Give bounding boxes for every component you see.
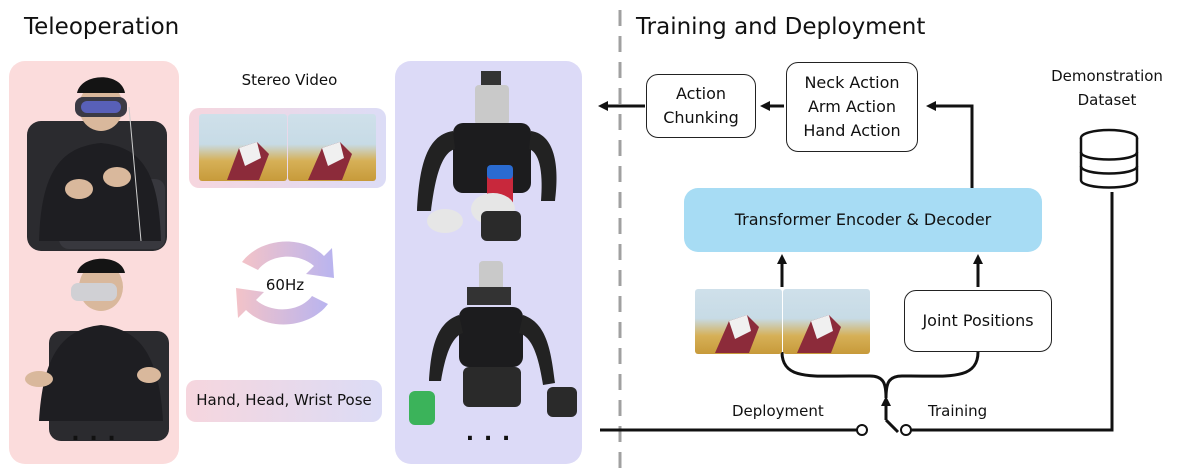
vr-headset-icon-2	[71, 283, 117, 301]
stereo-video-panel	[189, 108, 386, 188]
action-chunking-label: Action Chunking	[663, 84, 739, 127]
deployment-terminal	[856, 424, 868, 436]
operator-ellipsis: . . .	[71, 421, 117, 446]
deployment-label: Deployment	[732, 402, 824, 420]
switch-lever	[884, 418, 900, 434]
operator-panel: . . .	[9, 61, 179, 464]
training-line	[911, 192, 1114, 432]
arm-action-label: Arm Action	[807, 97, 896, 116]
pose-panel: Hand, Head, Wrist Pose	[186, 380, 382, 422]
joint-positions-label: Joint Positions	[922, 311, 1034, 330]
merge-curve-left	[780, 351, 888, 399]
stereo-frame-left	[199, 114, 287, 181]
robot-head-icon	[475, 85, 509, 125]
dataset-label: Demonstration Dataset	[1051, 67, 1163, 109]
transformer-box: Transformer Encoder & Decoder	[684, 188, 1042, 252]
robot-ellipsis: . . .	[465, 421, 512, 446]
pose-label: Hand, Head, Wrist Pose	[196, 391, 372, 409]
merge-curve-right	[884, 351, 980, 399]
hand-action-label: Hand Action	[803, 121, 901, 140]
transformer-to-actions-arrow	[926, 101, 974, 188]
frequency-label: 60Hz	[265, 276, 305, 294]
robot-photos	[409, 71, 577, 425]
action-chunking-box: Action Chunking	[646, 74, 756, 138]
joint-positions-box: Joint Positions	[904, 290, 1052, 352]
training-title: Training and Deployment	[636, 14, 926, 40]
cycle-arrows-icon	[236, 241, 334, 325]
robot-panel: . . .	[395, 61, 582, 464]
stereo-frame-right	[288, 114, 376, 181]
transformer-label: Transformer Encoder & Decoder	[734, 210, 992, 229]
actions-box: Neck Action Arm Action Hand Action	[786, 62, 918, 152]
stereo-video-label: Stereo Video	[241, 71, 338, 89]
operator-photos	[25, 77, 169, 441]
teleoperation-title: Teleoperation	[24, 14, 180, 40]
training-label: Training	[928, 402, 988, 420]
neck-action-label: Neck Action	[804, 73, 900, 92]
input-image-right	[783, 289, 870, 354]
database-icon	[1079, 128, 1139, 189]
training-terminal	[900, 424, 912, 436]
input-image-left	[695, 289, 782, 354]
